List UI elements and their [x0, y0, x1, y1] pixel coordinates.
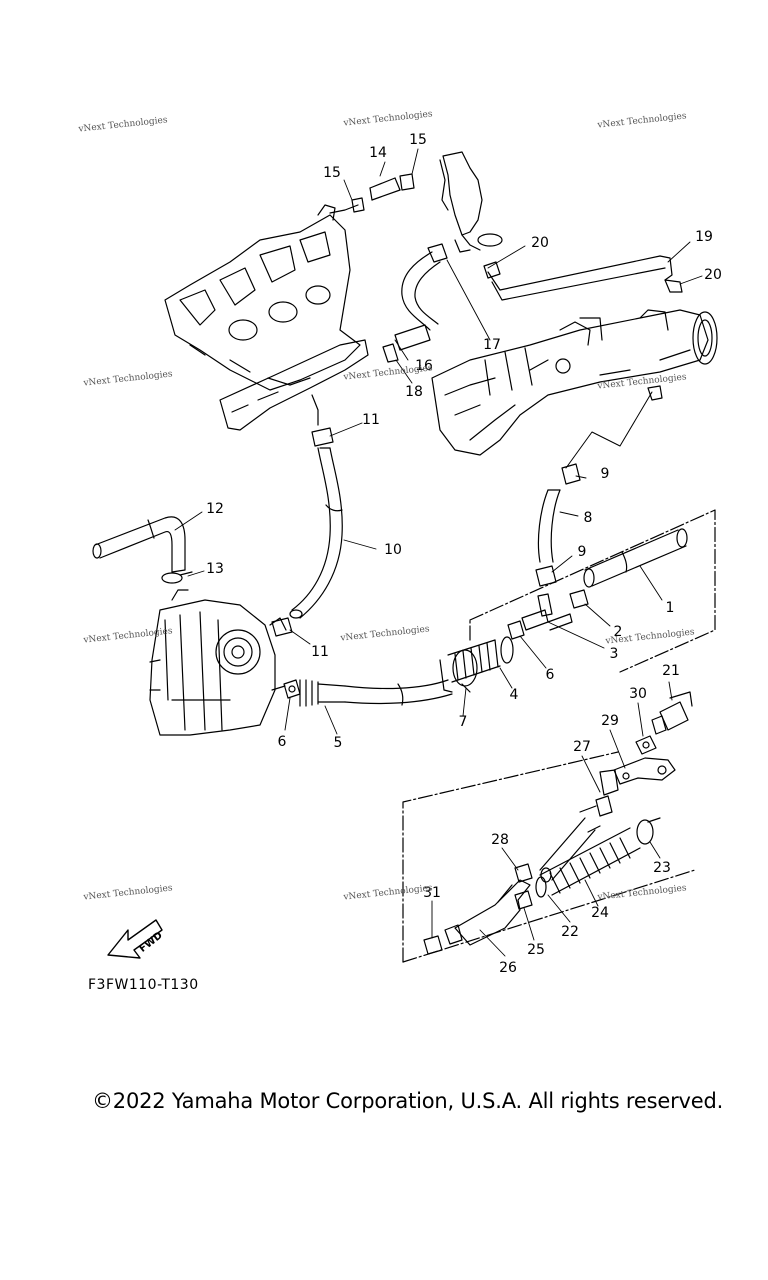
part-label-6a: 6	[277, 734, 287, 750]
hose-12	[92, 516, 186, 573]
hose-27	[539, 769, 619, 883]
exhaust-manifold	[164, 204, 369, 431]
hose-1	[583, 528, 688, 588]
part-label-28: 28	[491, 832, 509, 848]
part-label-22: 22	[561, 924, 579, 940]
part-label-17: 17	[483, 337, 501, 353]
clamp-11-upper	[311, 427, 334, 447]
part-label-15a: 15	[323, 165, 341, 181]
exhaust-pipe	[431, 309, 718, 456]
clamp-2	[569, 589, 589, 609]
part-label-26: 26	[499, 960, 517, 976]
dash-link-9	[565, 391, 653, 469]
clamp-6-left	[283, 679, 301, 699]
part-label-27: 27	[573, 739, 591, 755]
clamp-31	[423, 935, 443, 955]
part-label-23: 23	[653, 860, 671, 876]
tee-joint-3	[521, 593, 573, 631]
clamp-6-right	[507, 620, 525, 640]
clamp-9-upper	[561, 463, 581, 485]
part-label-19: 19	[695, 229, 713, 245]
hose-5	[299, 679, 453, 707]
part-label-30: 30	[629, 686, 647, 702]
part-label-24: 24	[591, 905, 609, 921]
part-label-7: 7	[458, 714, 468, 730]
part-label-1: 1	[665, 600, 675, 616]
part-label-20a: 20	[531, 235, 549, 251]
part-label-29: 29	[601, 713, 619, 729]
part-label-6b: 6	[545, 667, 555, 683]
part-label-15b: 15	[409, 132, 427, 148]
part-label-11a: 11	[362, 412, 380, 428]
joint-26	[444, 879, 531, 946]
part-label-10: 10	[384, 542, 402, 558]
nut-30	[635, 735, 657, 755]
part-label-12: 12	[206, 501, 224, 517]
part-label-18: 18	[405, 384, 423, 400]
part-label-4: 4	[509, 687, 519, 703]
fwd-arrow-icon	[107, 919, 163, 959]
part-label-9b: 9	[577, 544, 587, 560]
clamp-28	[514, 863, 533, 883]
part-label-16: 16	[415, 358, 433, 374]
part-label-3: 3	[609, 646, 619, 662]
hose-8	[537, 489, 561, 563]
hose-19	[483, 255, 683, 301]
part-label-9a: 9	[600, 466, 610, 482]
part-label-2: 2	[613, 624, 623, 640]
part-label-21: 21	[662, 663, 680, 679]
copyright-notice: ©2022 Yamaha Motor Corporation, U.S.A. A…	[92, 1089, 724, 1113]
part-label-25: 25	[527, 942, 545, 958]
fitting-21	[651, 691, 693, 735]
lower-assembly-frame	[402, 751, 619, 963]
part-label-14: 14	[369, 145, 387, 161]
hose-1-frame	[469, 509, 716, 673]
clamp-13	[161, 571, 193, 584]
hose-16	[382, 324, 431, 363]
part-label-5: 5	[333, 735, 343, 751]
hose-14-assembly	[329, 173, 415, 214]
injector-assembly	[439, 151, 503, 253]
part-label-8: 8	[583, 510, 593, 526]
hose-10	[289, 447, 343, 619]
part-label-20b: 20	[704, 267, 722, 283]
part-label-31: 31	[423, 885, 441, 901]
throttle-body	[149, 589, 287, 736]
diagram-code: F3FW110-T130	[88, 977, 199, 993]
hose-24	[535, 827, 641, 898]
hose-17	[401, 243, 448, 331]
bracket-29	[613, 757, 676, 785]
clamp-23	[636, 817, 661, 845]
leader-lines	[174, 148, 703, 957]
fitting-exhaust	[647, 385, 663, 401]
part-label-13: 13	[206, 561, 224, 577]
part-label-11b: 11	[311, 644, 329, 660]
lower-assembly-frame-bottom	[402, 869, 696, 963]
clamp-11-lower	[271, 617, 293, 637]
